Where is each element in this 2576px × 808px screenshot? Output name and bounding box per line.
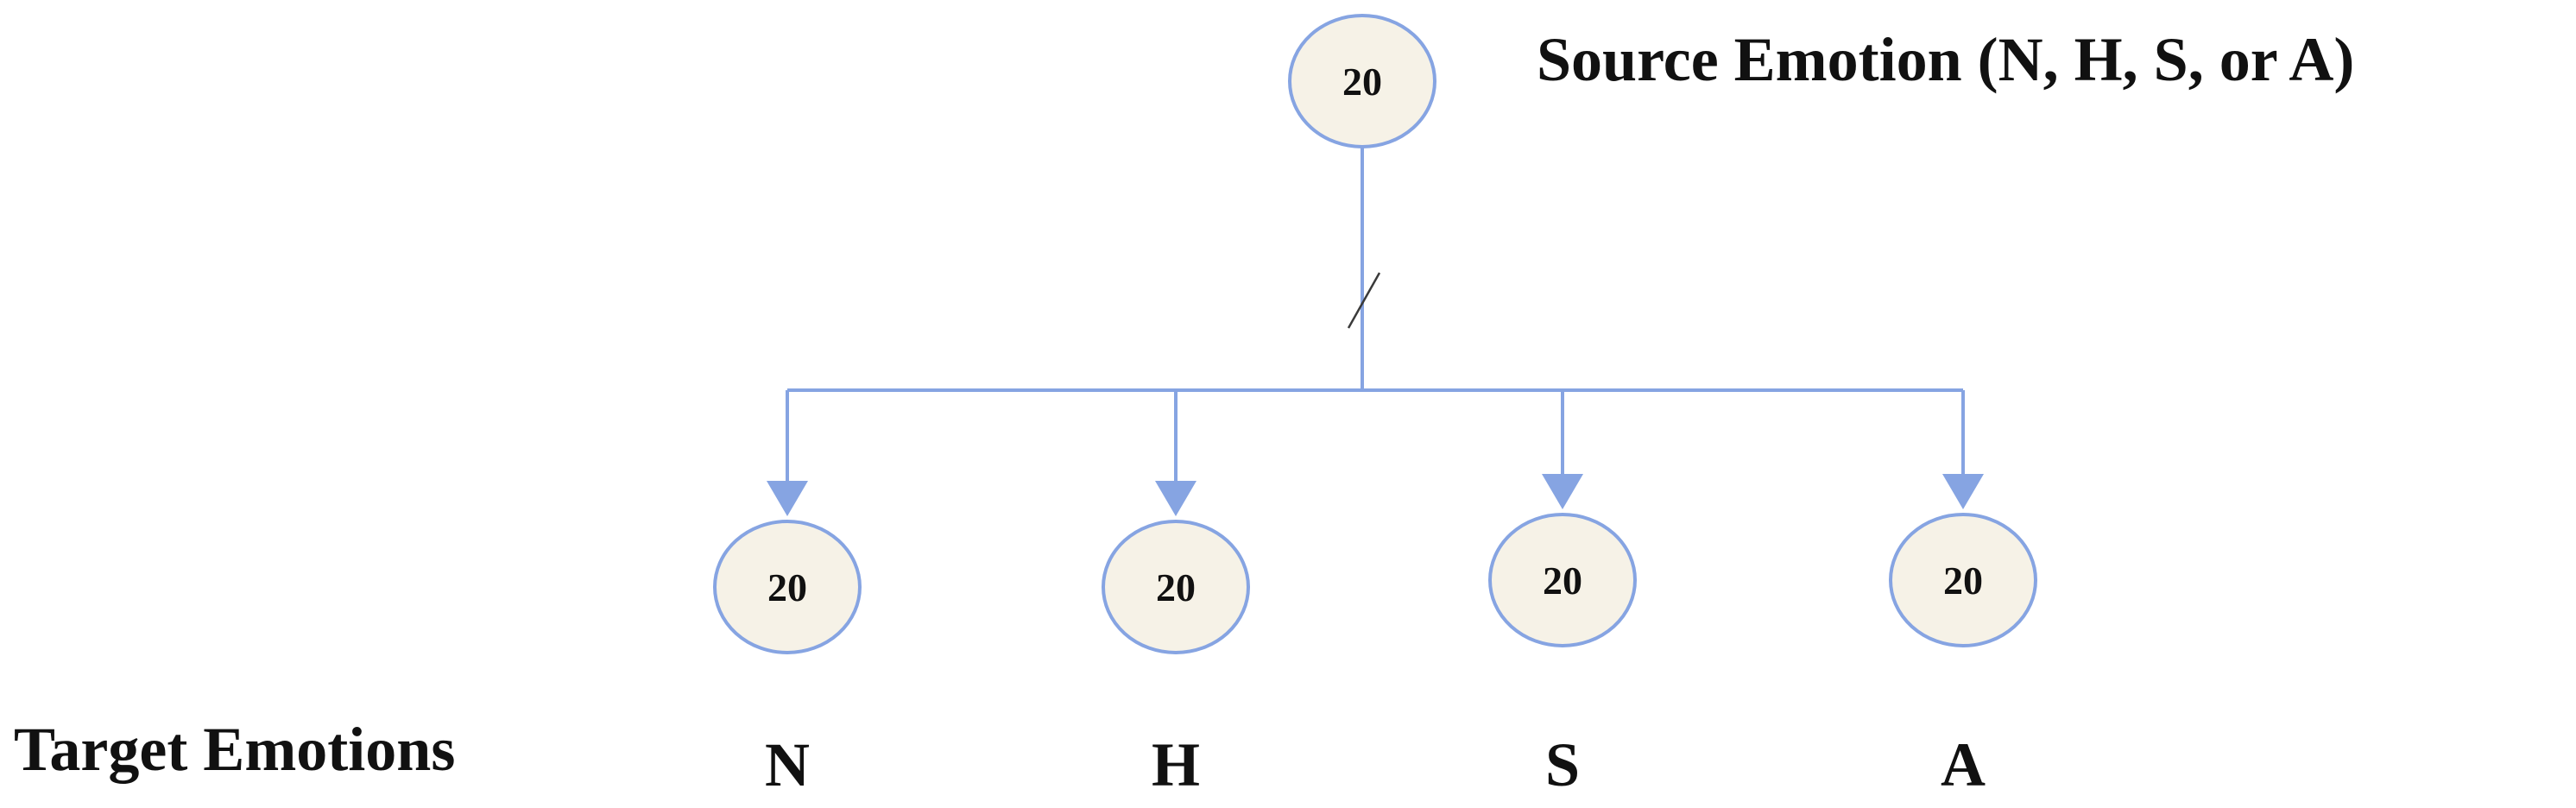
arrowhead-a [1942,474,1984,509]
source-node-circle [1288,14,1436,148]
target-node-circle [1488,513,1637,647]
target-letter-h: H [1152,730,1200,799]
target-letter-a: A [1941,730,1986,799]
source-label: Source Emotion (N, H, S, or A) [1537,25,2354,94]
target-node-s: 20 [1488,513,1637,647]
connectors [767,147,1984,516]
target-node-value: 20 [1156,565,1196,609]
arrowhead-s [1542,474,1583,509]
bus-slash-mark [1347,272,1381,329]
target-letter-s: S [1545,730,1580,799]
target-letter-n: N [765,730,810,799]
source-node-value: 20 [1342,60,1382,104]
arrowhead-h [1155,481,1196,516]
arrowhead-n [767,481,808,516]
target-node-value: 20 [767,565,807,609]
target-node-value: 20 [1943,559,1983,603]
target-node-h: 20 [1102,520,1250,654]
target-node-value: 20 [1543,559,1582,603]
target-node-circle [1102,520,1250,654]
target-node-n: 20 [713,520,862,654]
target-node-a: 20 [1889,513,2037,647]
source-node: 20 [1288,14,1436,148]
target-emotions-title: Target Emotions [14,715,455,784]
target-node-circle [1889,513,2037,647]
target-node-circle [713,520,862,654]
